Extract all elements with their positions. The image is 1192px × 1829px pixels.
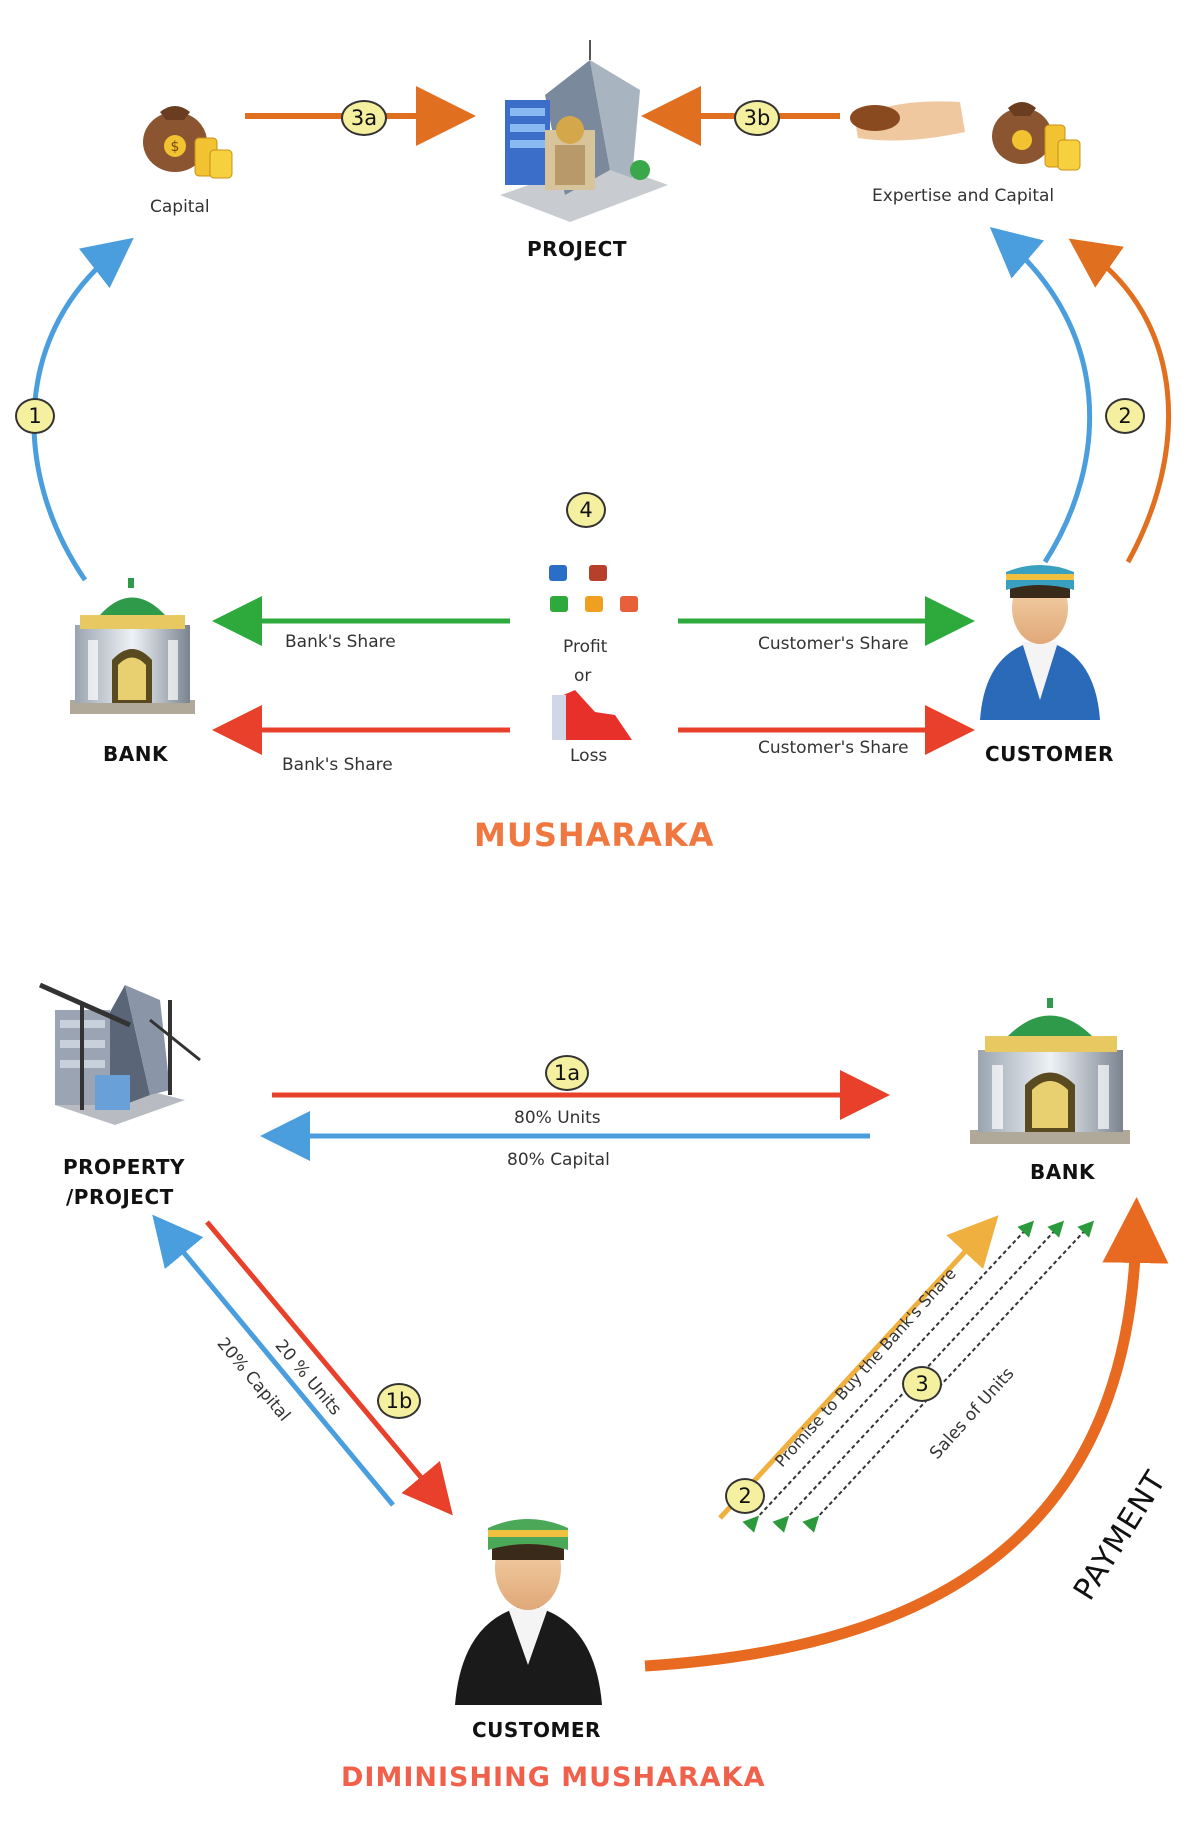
musharaka-title: MUSHARAKA [474,816,715,854]
project-label: PROJECT [527,237,627,261]
bank-share-loss-label: Bank's Share [282,755,393,775]
customer-share-loss-label: Customer's Share [758,738,909,758]
step-badge-d2: 2 [725,1478,765,1514]
bank-share-profit-label: Bank's Share [285,632,396,652]
property-building-icon [38,982,201,1125]
profit-label: Profit [563,637,608,657]
capital-80-label: 80% Capital [507,1150,610,1170]
step-badge-3b: 3b [734,100,780,136]
loss-chart-icon [552,690,632,740]
step-badge-1b: 1b [377,1383,421,1419]
profit-icon [549,565,638,612]
bank-label: BANK [103,742,168,766]
step-badge-2: 2 [1105,398,1145,434]
loss-label: Loss [570,746,608,766]
arrow-2-customer-to-expertise-blue [989,226,1093,564]
bank-building-icon-2 [970,998,1130,1144]
arrow-3-sales-3 [802,1220,1095,1533]
money-bag-icon-right [992,102,1081,171]
expertise-label: Expertise and Capital [872,186,1055,206]
customer-avatar-icon [980,565,1100,720]
hands-offering-icon [850,101,965,141]
units-80-label: 80% Units [514,1108,601,1128]
customer-label-2: CUSTOMER [472,1718,601,1742]
property-label-line1: PROPERTY [63,1155,186,1179]
or-label: or [574,666,592,686]
arrow-2-customer-to-expertise-orange [1068,238,1171,564]
step-badge-1: 1 [15,398,55,434]
bank-building-icon [70,578,195,714]
arrow-1b-20-units [205,1220,453,1516]
step-badge-4: 4 [566,492,606,528]
capital-label: Capital [150,197,210,217]
project-building-icon [500,40,668,222]
step-badge-d3: 3 [902,1366,942,1402]
arrow-payment [644,1197,1169,1672]
money-bag-icon: $ [143,106,233,179]
property-label-line2: /PROJECT [66,1185,174,1209]
customer-label: CUSTOMER [985,742,1114,766]
customer-avatar-icon-2 [455,1519,602,1705]
customer-share-profit-label: Customer's Share [758,634,909,654]
bank-label-2: BANK [1030,1160,1095,1184]
arrow-1b-20-capital [152,1214,395,1507]
step-badge-3a: 3a [341,100,387,136]
diminishing-musharaka-title: DIMINISHING MUSHARAKA [341,1762,766,1793]
svg-text:$: $ [171,139,180,155]
arrow-3-sales-1 [742,1220,1035,1533]
step-badge-1a: 1a [545,1055,589,1091]
